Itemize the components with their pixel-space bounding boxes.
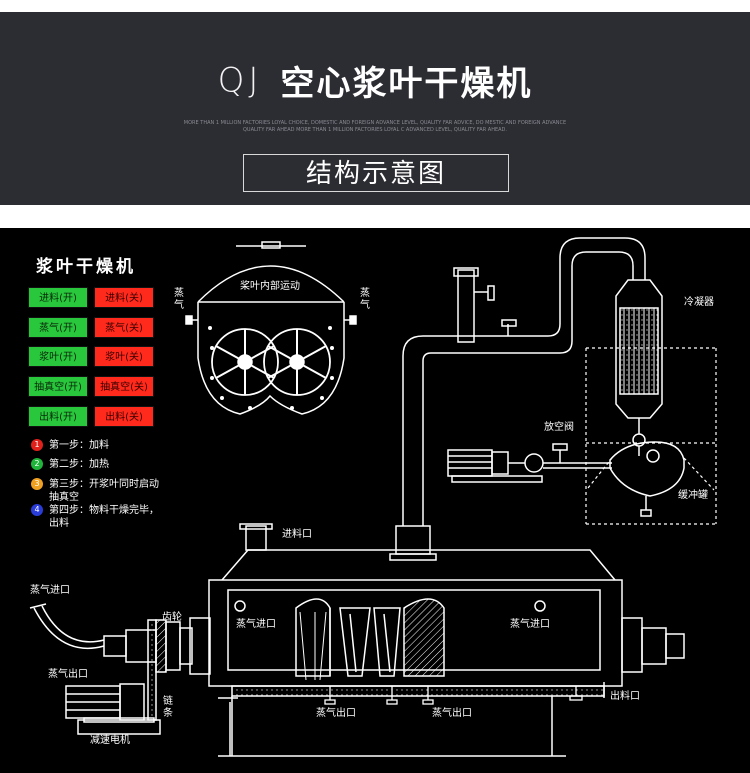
feed-off-button[interactable]: 进料(关) [94,287,154,308]
reducer-motor-label: 减速电机 [90,735,130,746]
step-number-badge: 1 [31,439,43,451]
brand-logo: QJ [217,60,263,101]
steam-outlet-bottom-left-label: 蒸气出口 [316,708,356,719]
steam-inlet-left-label: 蒸气进口 [236,619,276,630]
step-2: 2 第二步：加热 [31,458,159,471]
vacuum-off-button[interactable]: 抽真空(关) [94,376,154,397]
steam-off-button[interactable]: 蒸气(关) [94,317,154,338]
subtitle-box: 结构示意图 [243,154,509,192]
vessel-body [197,302,345,415]
step-text: 第四步：物料干燥完毕，出料 [49,505,159,529]
chain-label: 链条 [163,696,173,719]
step-1: 1 第一步：加料 [31,439,159,452]
feed-inlet-label: 进料口 [282,529,312,540]
step-number-badge: 3 [31,478,43,490]
internal-paddles [295,598,445,681]
step-3: 3 第三步：开浆叶同时启动抽真空 [31,478,159,504]
inner-motion-label: 桨叶内部运动 [240,281,300,292]
drive-assembly [29,603,211,735]
header-banner [0,12,750,205]
feed-on-button[interactable]: 进料(开) [28,287,88,308]
tagline: MORE THAN 1 MILLION FACTORIES LOYAL CHOI… [183,120,567,133]
panel-title: 浆叶干燥机 [36,257,136,277]
steam-inlet-right-label: 蒸气进口 [510,619,550,630]
step-number-badge: 2 [31,458,43,470]
steam-inlet-outer-label: 蒸气进口 [30,585,70,596]
vacuum-on-button[interactable]: 抽真空(开) [28,376,88,397]
paddle-off-button[interactable]: 浆叶(关) [94,346,154,367]
diagram-drawing [29,237,717,757]
vessel-dome [197,265,345,303]
discharge-on-button[interactable]: 出料(开) [28,406,88,427]
condenser [615,279,663,456]
steam-outlet-left-label: 蒸气出口 [48,669,88,680]
product-name: 空心浆叶干燥机 [280,64,533,104]
steam-left-label: 蒸气 [174,288,184,311]
vacuum-pump [447,443,612,483]
step-text: 第二步：加热 [49,459,109,470]
discharge-label: 出料口 [610,691,640,702]
discharge-off-button[interactable]: 出料(关) [94,406,154,427]
structure-diagram: 浆叶干燥机 进料(开) 进料(关) 蒸气(开) 蒸气(关) 浆叶(开) 浆叶(关… [0,228,750,773]
brand-title: QJ 空心浆叶干燥机 [0,56,750,105]
gear-label: 齿轮 [162,612,182,623]
steam-outlet-bottom-right-label: 蒸气出口 [432,708,472,719]
step-text: 第三步：开浆叶同时启动抽真空 [49,479,159,503]
paddle-on-button[interactable]: 浆叶(开) [28,346,88,367]
step-4: 4 第四步：物料干燥完毕，出料 [31,504,159,530]
condenser-label: 冷凝器 [684,297,714,308]
buffer-tank-label: 缓冲罐 [678,490,708,501]
steam-right-label: 蒸气 [360,288,370,311]
vent-pipe [453,267,517,343]
step-number-badge: 4 [31,504,43,516]
step-text: 第一步：加料 [49,440,109,451]
buffer-tank [609,441,685,517]
steam-on-button[interactable]: 蒸气(开) [28,317,88,338]
vacuum-pipe [389,237,646,561]
vent-valve-label: 放空阀 [544,422,574,433]
